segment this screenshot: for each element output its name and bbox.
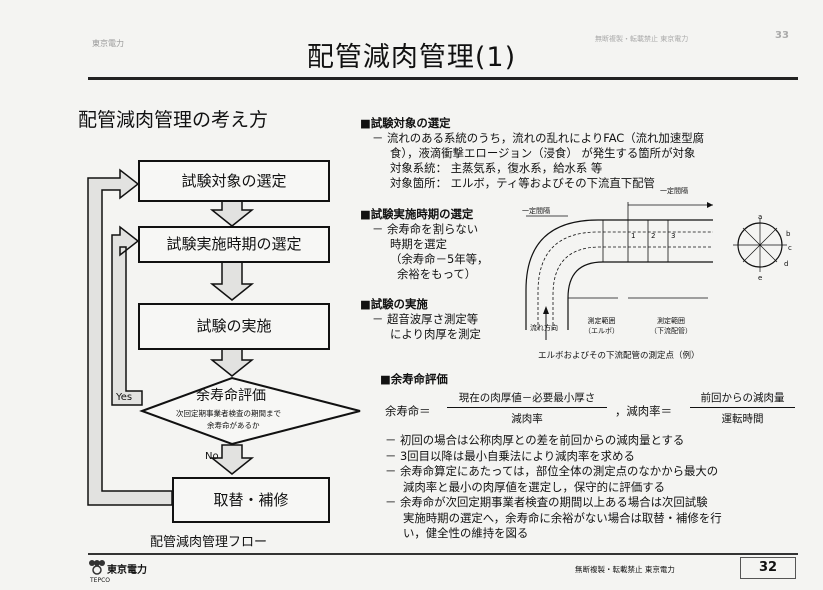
diagram-caption: エルボおよびその下流配管の測定点（例） — [538, 351, 700, 361]
section-test-execution: ■試験の実施 － 超音波厚さ測定等 により肉厚を測定 — [360, 297, 481, 342]
diagram-label-interval-left: 一定間隔 — [522, 207, 550, 215]
section-text-line: － 超音波厚さ測定等 — [372, 312, 479, 326]
formula-remaining-life-lhs: 余寿命＝ — [385, 404, 431, 418]
formula-thinning-rate-denominator: 運転時間 — [721, 413, 764, 425]
diagram-label-b: b — [786, 230, 791, 238]
footer-rule — [88, 553, 798, 555]
section-heading: 試験実施時期の選定 — [370, 207, 474, 221]
section-text-line: － 余寿命が次回定期事業者検査の期間以上ある場合は次回試験 — [385, 495, 708, 509]
section-text-line: 対象系統： 主蒸気系，復水系，給水系 等 — [390, 161, 603, 175]
section-text-line: － 3回目以降は最小自乗法により減肉率を求める — [385, 448, 635, 463]
diagram-label-range-downstream: 測定範囲 （下流配管） — [650, 316, 692, 336]
title-underline — [88, 77, 798, 80]
formula-remaining-life-fraction: 現在の肉厚値－必要最小厚さ 減肉率 — [447, 390, 607, 426]
footer-company-en: TEPCO — [90, 577, 110, 584]
flow-box-timing-selection: 試験実施時期の選定 — [138, 226, 330, 263]
flow-diamond-line1: 次回定期事業者検査の期間まで — [176, 409, 281, 418]
footer-page-number: 32 — [740, 557, 796, 579]
footer-company-name: 東京電力 — [107, 565, 147, 576]
yes-loop-arrow — [111, 225, 143, 406]
diagram-label-flow-direction: 流れ方向 — [530, 324, 558, 332]
bullet: ■ — [360, 207, 371, 221]
flow-box-test-execution-label: 試験の実施 — [196, 317, 272, 335]
arrow-2-3 — [209, 258, 255, 301]
formula-remaining-life-numerator: 現在の肉厚値－必要最小厚さ — [447, 390, 607, 408]
diagram-label-1: 1 — [631, 232, 636, 240]
section-text-line: 対象箇所： エルボ，ティ等およびその下流直下配管 — [390, 176, 655, 190]
section-text-line: 食），液滴衝撃エロージョン（浸食） が発生する箇所が対象 — [390, 146, 696, 160]
flow-box-replace-repair: 取替・補修 — [172, 477, 330, 523]
section-target-selection: ■試験対象の選定 － 流れのある系統のうち，流れの乱れによりFAC（流れ加速型腐… — [360, 116, 704, 191]
section-text-line: い，健全性の維持を図る — [403, 526, 529, 540]
bullet: ■ — [360, 297, 371, 311]
flow-box-timing-selection-label: 試験実施時期の選定 — [166, 235, 302, 253]
section-heading: 余寿命評価 — [390, 372, 448, 386]
arrow-4-5 — [209, 444, 255, 475]
diagram-label-range-elbow: 測定範囲 （エルボ） — [584, 316, 619, 336]
tepco-logo-icon — [89, 560, 105, 575]
formula-remaining-life-denominator: 減肉率 — [511, 413, 543, 425]
formula-thinning-rate-fraction: 前回からの減肉量 運転時間 — [690, 390, 795, 426]
flow-diamond-line2: 余寿命があるか — [207, 421, 260, 430]
footer-copyright-note: 無断複製・転載禁止 東京電力 — [575, 565, 675, 574]
bullet: ■ — [360, 116, 371, 130]
diagram-label-range-downstream-line2: （下流配管） — [650, 327, 692, 335]
formula-thinning-rate-lhs: ，減肉率＝ — [615, 404, 672, 418]
top-faint-page-number: 33 — [775, 30, 789, 41]
section-text-line: － 初回の場合は公称肉厚との差を前回からの減肉量とする — [385, 433, 685, 447]
section-remaining-life-heading: ■余寿命評価 — [380, 372, 448, 387]
flow-box-target-selection: 試験対象の選定 — [138, 160, 330, 202]
section-text-line: 実施時期の選定へ，余寿命に余裕がない場合は取替・補修を行 — [403, 510, 722, 525]
diagram-label-c: c — [788, 244, 792, 252]
section-heading: 試験対象の選定 — [370, 116, 451, 130]
formula-thinning-rate-numerator: 前回からの減肉量 — [690, 390, 795, 408]
flow-box-replace-repair-label: 取替・補修 — [213, 491, 289, 509]
diagram-label-range-elbow-line2: （エルボ） — [584, 327, 619, 335]
diagram-label-2: 2 — [651, 232, 656, 240]
top-right-faint-text: 無断複製・転載禁止 東京電力 — [595, 35, 689, 43]
section-text-line: 余裕をもって） — [397, 267, 477, 281]
page-subtitle: 配管減肉管理の考え方 — [78, 109, 269, 131]
diagram-label-interval-top: 一定間隔 — [660, 187, 688, 195]
elbow-measurement-diagram — [525, 202, 787, 340]
section-text-line: 減肉率と最小の肉厚値を選定し，保守的に評価する — [403, 479, 665, 494]
return-loop-arrow — [87, 168, 173, 506]
section-remaining-life-body: － 初回の場合は公称肉厚との差を前回からの減肉量とする － 3回目以降は最小自乗… — [385, 433, 722, 542]
diagram-label-a: a — [758, 213, 763, 221]
page-title: 配管減肉管理(1) — [306, 42, 517, 73]
section-text-line: － 余寿命を割らない — [372, 222, 479, 236]
diagram-label-e: e — [758, 274, 763, 282]
section-timing-selection: ■試験実施時期の選定 － 余寿命を割らない 時期を選定 （余寿命－5年等， 余裕… — [360, 207, 488, 282]
diagram-label-d: d — [784, 260, 789, 268]
flow-diamond-title: 余寿命評価 — [196, 388, 266, 404]
diagram-label-range-downstream-line1: 測定範囲 — [657, 317, 685, 325]
diagram-label-3: 3 — [671, 232, 676, 240]
section-text-line: 時期を選定 — [390, 237, 447, 251]
flow-box-test-execution: 試験の実施 — [138, 303, 330, 350]
section-text-line: － 余寿命算定にあたっては，部位全体の測定点のなかから最大の — [385, 464, 719, 478]
section-heading: 試験の実施 — [370, 297, 428, 311]
diagram-label-range-elbow-line1: 測定範囲 — [587, 317, 616, 325]
section-text-line: － 流れのある系統のうち，流れの乱れによりFAC（流れ加速型腐 — [372, 131, 704, 145]
flowchart-caption: 配管減肉管理フロー — [150, 535, 268, 550]
section-text-line: により肉厚を測定 — [390, 327, 481, 341]
bullet: ■ — [380, 372, 391, 386]
top-left-faint-text: 東京電力 — [92, 39, 124, 48]
flow-yes-label: Yes — [116, 392, 133, 403]
flow-no-label: No — [205, 451, 219, 462]
flow-box-target-selection-label: 試験対象の選定 — [181, 172, 287, 190]
section-text-line: （余寿命－5年等， — [390, 252, 489, 266]
